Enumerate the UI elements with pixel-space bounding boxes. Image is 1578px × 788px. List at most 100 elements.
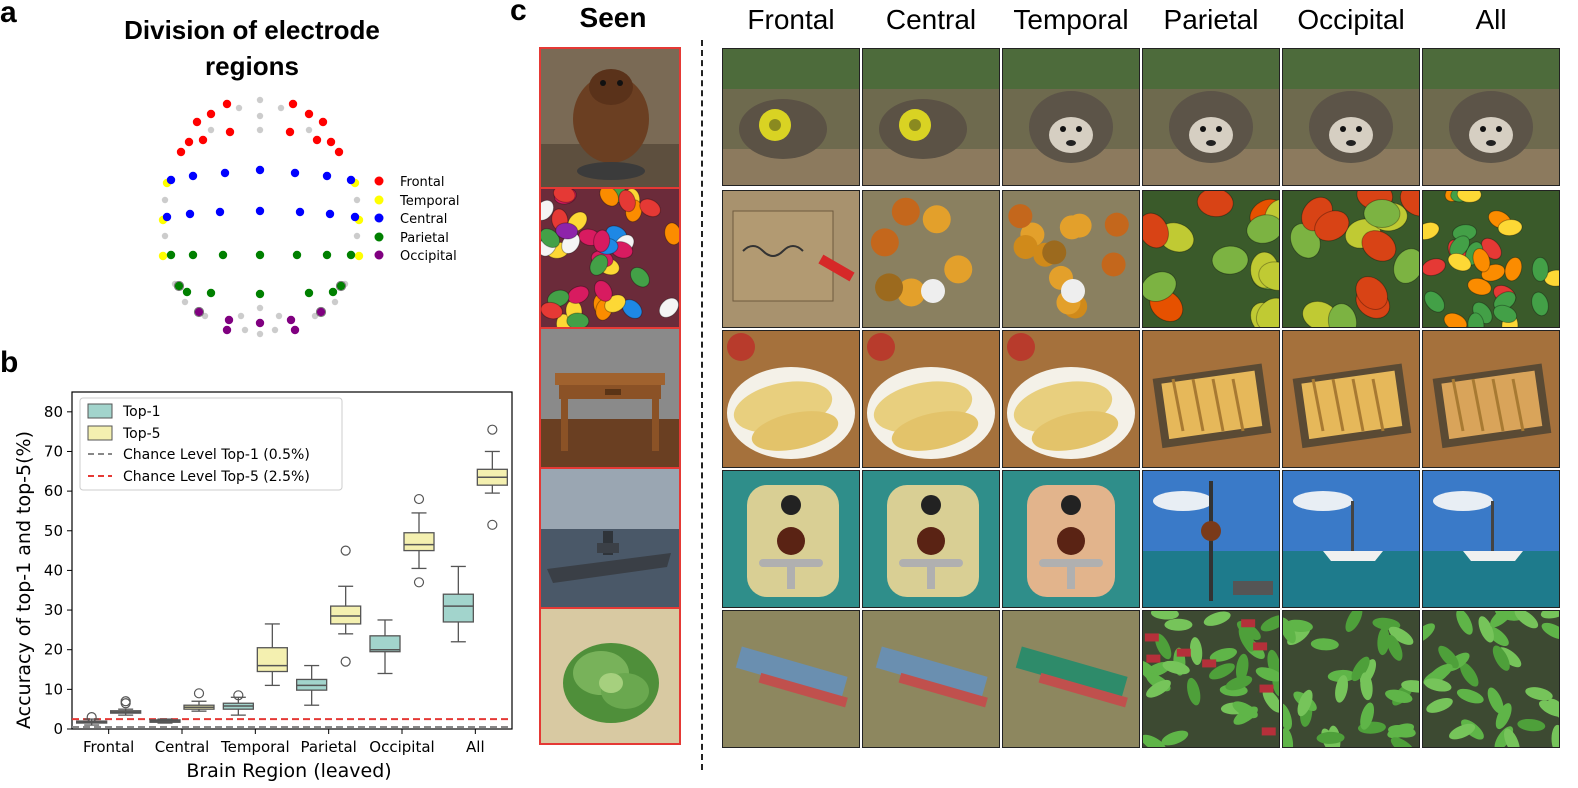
electrode-parietal	[174, 281, 184, 291]
reconstruction-jelly-beans-parietal	[1142, 190, 1280, 328]
electrode-frontal	[198, 135, 208, 145]
chart-marks	[72, 424, 512, 729]
y-axis-label: Accuracy of top-1 and top-5(%)	[13, 431, 35, 729]
reference-electrode	[256, 96, 264, 104]
electrode-parietal	[218, 250, 228, 260]
x-tick-label: Central	[155, 738, 210, 756]
electrode-occipital	[222, 325, 232, 335]
reference-electrode	[353, 232, 361, 240]
reconstruction-beaver-parietal	[1142, 48, 1280, 186]
electrode-occipital	[316, 307, 326, 317]
electrode-occipital	[286, 315, 296, 325]
reference-electrode	[161, 196, 169, 204]
electrode-central	[290, 168, 300, 178]
legend-dot-occipital	[374, 250, 384, 260]
electrode-parietal	[166, 250, 176, 260]
dashed-divider	[701, 40, 703, 770]
outlier-top5-frontal	[120, 696, 131, 707]
legend-label-frontal: Frontal	[400, 175, 444, 190]
reconstruction-lettuce-frontal	[722, 610, 860, 748]
reference-electrode	[305, 126, 313, 134]
reference-electrode	[256, 304, 264, 312]
seen-image-jelly-beans	[541, 189, 679, 329]
reconstruction-lettuce-central	[862, 610, 1000, 748]
electrode-central	[188, 171, 198, 181]
reference-electrode	[256, 126, 264, 134]
electrode-central	[220, 168, 230, 178]
electrode-ring	[335, 280, 347, 292]
reconstruction-beaver-occipital	[1282, 48, 1420, 186]
electrode-frontal	[206, 109, 216, 119]
electrode-frontal	[222, 99, 232, 109]
legend-label-top5: Top-5	[122, 426, 161, 442]
reconstruction-table-temporal	[1002, 330, 1140, 468]
seen-images-column	[539, 47, 681, 745]
electrode-frontal	[334, 147, 344, 157]
electrode-parietal	[188, 250, 198, 260]
reference-electrode	[331, 298, 339, 306]
legend-swatch-top1	[87, 403, 113, 419]
box-top1-occipital	[369, 635, 401, 653]
electrode-parietal	[328, 287, 338, 297]
legend-label-chance5: Chance Level Top-5 (2.5%)	[123, 469, 310, 485]
electrode-central	[325, 209, 335, 219]
outlier-top5-all	[487, 424, 498, 435]
outlier-top5-all	[487, 519, 498, 530]
electrode-central	[350, 212, 360, 222]
reference-electrode	[161, 232, 169, 240]
seen-title: Seen	[579, 2, 647, 33]
reference-electrode	[277, 104, 285, 112]
outlier-top5-central	[193, 688, 205, 699]
electrode-parietal	[304, 288, 314, 298]
electrode-central	[215, 207, 225, 217]
reconstruction-table-all	[1422, 330, 1560, 468]
reconstruction-ship-temporal	[1002, 470, 1140, 608]
reconstruction-jelly-beans-temporal	[1002, 190, 1140, 328]
electrode-temporal	[354, 251, 364, 261]
reconstruction-beaver-temporal	[1002, 48, 1140, 186]
reconstruction-jelly-beans-occipital	[1282, 190, 1420, 328]
outlier-top5-occipital	[413, 577, 425, 588]
reference-electrode	[256, 330, 264, 338]
legend-label-occipital: Occipital	[400, 249, 457, 264]
reconstruction-lettuce-occipital	[1282, 610, 1420, 748]
legend-dot-frontal	[374, 176, 384, 186]
x-tick-label: Frontal	[83, 738, 134, 756]
reconstruction-table-central	[862, 330, 1000, 468]
legend-dot-temporal	[374, 195, 384, 205]
electrode-central	[162, 212, 172, 222]
electrode-ring	[173, 280, 185, 292]
y-tick-label: 20	[44, 641, 63, 659]
reconstruction-jelly-beans-frontal	[722, 190, 860, 328]
col-header-occipital: Occipital	[1297, 4, 1405, 35]
electrode-central	[166, 175, 176, 185]
col-header-frontal: Frontal	[747, 4, 835, 35]
y-tick-label: 40	[44, 561, 63, 579]
panel-a-title: Division of electrode regions	[124, 15, 380, 81]
reference-electrode	[256, 112, 264, 120]
electrode-parietal	[206, 288, 216, 298]
col-header-parietal: Parietal	[1163, 4, 1259, 35]
reconstruction-table-frontal	[722, 330, 860, 468]
legend-label-temporal: Temporal	[399, 194, 460, 209]
reconstruction-ship-all	[1422, 470, 1560, 608]
electrode-frontal	[326, 137, 336, 147]
seen-image-table	[541, 329, 679, 469]
electrode-occipital	[194, 307, 204, 317]
box-top1-all	[442, 593, 474, 623]
y-tick-label: 60	[44, 482, 63, 500]
plot-frame	[71, 391, 513, 730]
electrode-central	[255, 165, 265, 175]
y-tick-label: 0	[53, 720, 63, 738]
electrode-central	[346, 175, 356, 185]
outlier-top5-frontal	[120, 698, 131, 709]
reconstruction-ship-occipital	[1282, 470, 1420, 608]
reconstruction-ship-frontal	[722, 470, 860, 608]
electrode-parietal	[255, 250, 265, 260]
x-tick-label: Parietal	[300, 738, 356, 756]
electrode-parietal	[292, 250, 302, 260]
electrode-frontal	[285, 127, 295, 137]
legend-frame	[79, 397, 343, 491]
legend-dot-central	[374, 213, 384, 223]
